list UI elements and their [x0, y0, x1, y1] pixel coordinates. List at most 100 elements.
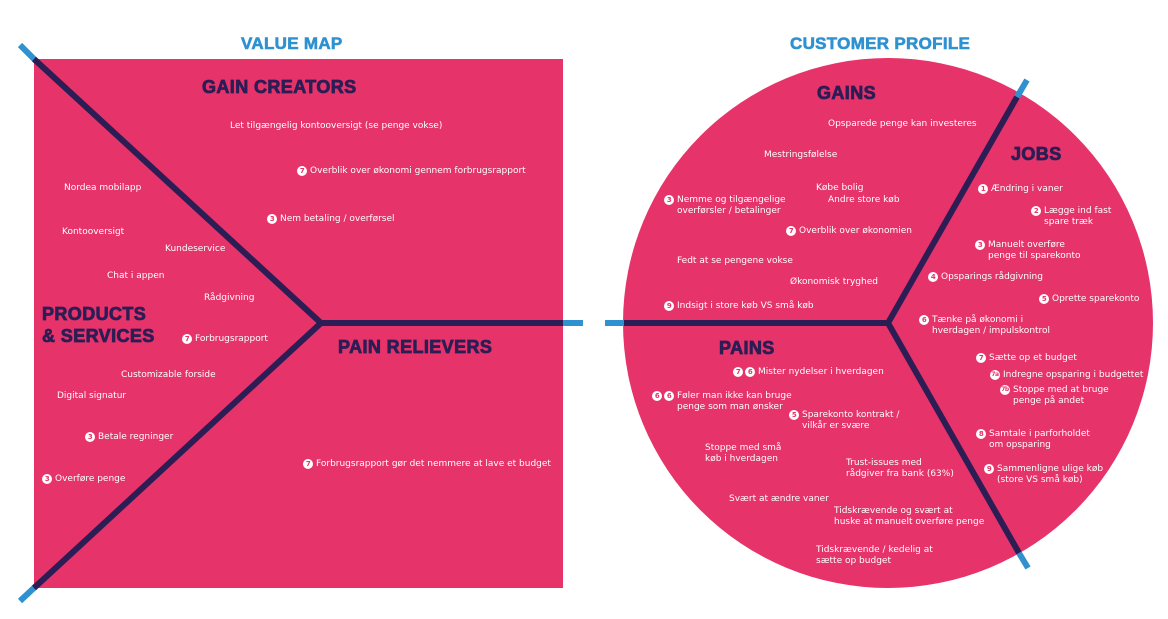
- note-text: Oprette sparekonto: [1052, 294, 1140, 304]
- value-map-divider-top: [31, 56, 324, 326]
- gain-note: Opsparede penge kan investeres: [828, 119, 977, 130]
- note-text: Stoppe med at bruge penge på andet: [1013, 385, 1109, 406]
- note-text: Indsigt i store køb VS små køb: [677, 301, 814, 311]
- number-badge-icon: 5: [1039, 294, 1049, 304]
- note-text: Andre store køb: [828, 195, 900, 205]
- note-text: Kontooversigt: [62, 227, 125, 237]
- customer-profile-divider-bottom: [885, 321, 1022, 555]
- note-text: Stoppe med små køb i hverdagen: [705, 443, 782, 464]
- note-text: Sammenligne ulige køb (store VS små køb): [997, 464, 1104, 485]
- pain-note: Tidskrævende og svært at huske at manuel…: [834, 506, 984, 528]
- badge-group: 8: [976, 429, 986, 439]
- badge-group: 5: [1039, 294, 1049, 304]
- gain-note: Økonomisk tryghed: [790, 277, 878, 288]
- number-badge-icon: 7: [182, 334, 192, 344]
- note-text: Mister nydelser i hverdagen: [758, 367, 884, 377]
- badge-group: 3: [85, 432, 95, 442]
- badge-group: 6: [919, 315, 929, 325]
- customer-profile-divider-top-tip: [1014, 78, 1030, 99]
- product-service-note: Digital signatur: [57, 391, 126, 402]
- note-text: Customizable forside: [121, 370, 216, 380]
- badge-group: 3: [42, 474, 52, 484]
- gains-heading: GAINS: [817, 83, 877, 104]
- pains-heading: PAINS: [719, 338, 775, 359]
- number-badge-icon: 6: [745, 367, 755, 377]
- products-services-heading: PRODUCTS & SERVICES: [42, 303, 155, 347]
- pain-relievers-heading: PAIN RELIEVERS: [338, 337, 493, 358]
- product-service-note: Customizable forside: [121, 370, 216, 381]
- badge-group: 7: [297, 166, 307, 176]
- note-text: Tidskrævende / kedelig at sætte op budge…: [816, 545, 933, 566]
- badge-group: 7: [303, 459, 313, 469]
- value-map-divider-bottom: [31, 320, 324, 591]
- note-text: Overføre penge: [55, 474, 126, 484]
- badge-group: 7: [182, 334, 192, 344]
- number-badge-icon: 6: [664, 391, 674, 401]
- gain-creator-note: Let tilgængelig kontooversigt (se penge …: [230, 121, 442, 132]
- gain-note: Mestringsfølelse: [764, 150, 837, 161]
- number-badge-icon: 6: [919, 315, 929, 325]
- pain-note: Svært at ændre vaner: [729, 494, 829, 505]
- value-map-divider-top-tip: [17, 42, 39, 64]
- note-text: Nordea mobilapp: [64, 183, 142, 193]
- note-text: Lægge ind fast spare træk: [1044, 206, 1112, 227]
- note-text: Rådgivning: [204, 293, 255, 303]
- gain-note: Andre store køb: [828, 195, 900, 206]
- number-badge-icon: 4: [928, 272, 938, 282]
- badge-group: 9: [664, 301, 674, 311]
- note-text: Føler man ikke kan bruge penge som man ø…: [677, 391, 792, 412]
- number-badge-icon: 3: [42, 474, 52, 484]
- number-badge-icon: 7: [786, 226, 796, 236]
- number-badge-icon: 7b: [1000, 385, 1010, 395]
- badge-group: 7a: [990, 370, 1000, 380]
- badge-group: 3: [664, 195, 674, 205]
- badge-group: 4: [928, 272, 938, 282]
- note-text: Chat i appen: [107, 271, 165, 281]
- note-text: Svært at ændre vaner: [729, 494, 829, 504]
- badge-group: 3: [267, 214, 277, 224]
- customer-profile-title: CUSTOMER PROFILE: [790, 34, 971, 54]
- badge-group: 3: [975, 240, 985, 250]
- jobs-heading: JOBS: [1011, 144, 1062, 165]
- value-map-title: VALUE MAP: [241, 34, 343, 54]
- product-service-note: Chat i appen: [107, 271, 164, 282]
- note-text: Betale regninger: [98, 432, 174, 442]
- pain-note: Stoppe med små køb i hverdagen: [705, 443, 781, 465]
- products-services-heading-line2: & SERVICES: [42, 326, 155, 347]
- number-badge-icon: 7a: [990, 370, 1000, 380]
- badge-group: 2: [1031, 206, 1041, 216]
- note-text: Fedt at se pengene vokse: [677, 256, 793, 266]
- note-text: Nem betaling / overførsel: [280, 214, 395, 224]
- number-badge-icon: 9: [664, 301, 674, 311]
- note-text: Opsparede penge kan investeres: [828, 119, 977, 129]
- note-text: Tidskrævende og svært at huske at manuel…: [834, 506, 985, 527]
- badge-group: 5: [789, 410, 799, 420]
- badge-group: 1: [978, 184, 988, 194]
- note-text: Sparekonto kontrakt / vilkår er svære: [802, 410, 900, 431]
- number-badge-icon: 7: [303, 459, 313, 469]
- note-text: Trust-issues med rådgiver fra bank (63%): [846, 458, 954, 479]
- number-badge-icon: 1: [978, 184, 988, 194]
- number-badge-icon: 9: [984, 464, 994, 474]
- badge-group: 7: [976, 353, 986, 363]
- number-badge-icon: 7: [976, 353, 986, 363]
- note-text: Forbrugsrapport gør det nemmere at lave …: [316, 459, 551, 469]
- note-text: Kundeservice: [165, 244, 226, 254]
- pain-note: Trust-issues med rådgiver fra bank (63%): [846, 458, 954, 480]
- note-text: Digital signatur: [57, 391, 127, 401]
